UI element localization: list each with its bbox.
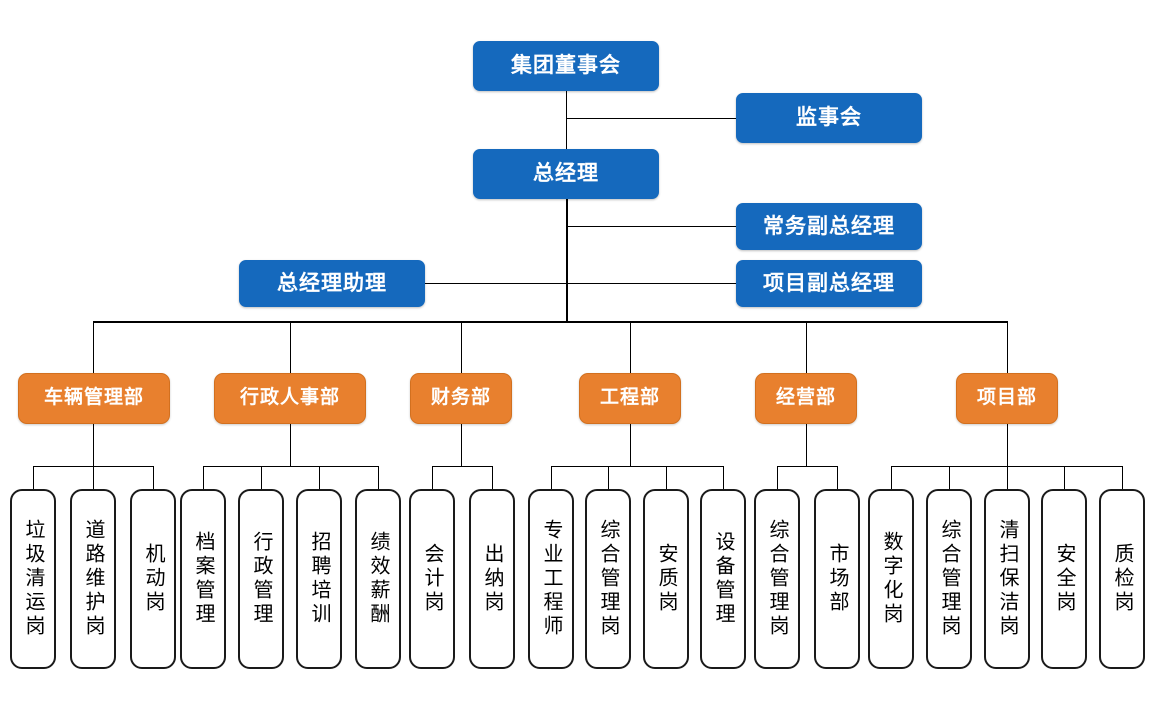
connector-dept2-child-1	[203, 466, 204, 489]
leaf-label: 安质岗	[655, 543, 677, 615]
connector-dept6-child-1	[891, 466, 892, 489]
connector-dept4-child-3	[666, 466, 667, 489]
leaf-node-garbage-transport[interactable]: 垃圾清运岗	[10, 489, 56, 669]
leaf-label: 综合管理岗	[938, 519, 960, 639]
node-supervisory-board[interactable]: 监事会	[736, 93, 922, 143]
node-project-vice-general-manager[interactable]: 项目副总经理	[736, 260, 922, 307]
connector-dept4-child-2	[608, 466, 609, 489]
connector-dept1-stem	[93, 424, 94, 466]
leaf-label: 档案管理	[192, 531, 214, 627]
connector-dept6-stem	[1007, 424, 1008, 466]
department-bus-line	[93, 321, 1008, 323]
leaf-label: 会计岗	[421, 543, 443, 615]
connector-gm-to-project-vice	[566, 283, 736, 284]
connector-dept3-child-1	[432, 466, 433, 489]
leaf-node-operations-general-management[interactable]: 综合管理岗	[754, 489, 800, 669]
node-department-vehicle-management[interactable]: 车辆管理部	[18, 373, 170, 424]
node-department-operations[interactable]: 经营部	[755, 373, 857, 424]
connector-board-to-gm	[566, 91, 567, 150]
leaf-label: 质检岗	[1111, 543, 1133, 615]
connector-dept1-child-2	[93, 466, 94, 489]
leaf-label: 出纳岗	[481, 543, 503, 615]
node-general-manager[interactable]: 总经理	[473, 149, 659, 199]
connector-dept5-child-2	[837, 466, 838, 489]
leaf-node-project-general-management[interactable]: 综合管理岗	[926, 489, 972, 669]
connector-dept5-bus	[777, 466, 837, 467]
leaf-label: 综合管理岗	[766, 519, 788, 639]
leaf-node-mobile-duty[interactable]: 机动岗	[130, 489, 176, 669]
node-board-of-directors[interactable]: 集团董事会	[473, 41, 659, 91]
leaf-label: 垃圾清运岗	[22, 519, 44, 639]
leaf-label: 机动岗	[142, 543, 164, 615]
connector-dept5-child-1	[777, 466, 778, 489]
connector-dept2-stem	[290, 424, 291, 466]
leaf-node-professional-engineer[interactable]: 专业工程师	[528, 489, 574, 669]
connector-dept6-child-5	[1122, 466, 1123, 489]
connector-dept4-stem	[630, 424, 631, 466]
node-department-project[interactable]: 项目部	[956, 373, 1058, 424]
connector-dept6-bus	[891, 466, 1122, 467]
connector-dept1-child-1	[33, 466, 34, 489]
connector-bus-to-dept-6	[1007, 321, 1008, 373]
leaf-node-digitalization[interactable]: 数字化岗	[868, 489, 914, 669]
connector-bus-to-dept-1	[93, 321, 94, 373]
connector-dept3-stem	[461, 424, 462, 466]
leaf-label: 数字化岗	[880, 531, 902, 627]
leaf-label: 绩效薪酬	[367, 531, 389, 627]
leaf-label: 招聘培训	[308, 531, 330, 627]
node-executive-vice-general-manager[interactable]: 常务副总经理	[736, 203, 922, 250]
connector-dept4-bus	[551, 466, 723, 467]
leaf-label: 设备管理	[712, 531, 734, 627]
leaf-label: 安全岗	[1053, 543, 1075, 615]
leaf-node-performance-compensation[interactable]: 绩效薪酬	[355, 489, 401, 669]
connector-dept3-bus	[432, 466, 492, 467]
connector-bus-to-dept-5	[806, 321, 807, 373]
leaf-label: 清扫保洁岗	[996, 519, 1018, 639]
node-general-manager-assistant[interactable]: 总经理助理	[239, 260, 425, 307]
leaf-node-safety[interactable]: 安全岗	[1041, 489, 1087, 669]
connector-board-to-supervisory	[566, 118, 736, 119]
connector-gm-assistant	[425, 283, 567, 284]
leaf-label: 综合管理岗	[597, 519, 619, 639]
leaf-node-marketing[interactable]: 市场部	[814, 489, 860, 669]
leaf-node-safety-quality[interactable]: 安质岗	[643, 489, 689, 669]
connector-dept2-child-2	[261, 466, 262, 489]
leaf-label: 专业工程师	[540, 519, 562, 639]
leaf-label: 市场部	[826, 543, 848, 615]
connector-gm-to-exec-vice	[566, 226, 736, 227]
leaf-node-engineering-general-management[interactable]: 综合管理岗	[585, 489, 631, 669]
connector-dept4-child-1	[551, 466, 552, 489]
node-department-admin-hr[interactable]: 行政人事部	[214, 373, 366, 424]
connector-dept2-bus	[203, 466, 378, 467]
connector-bus-to-dept-4	[630, 321, 631, 373]
connector-dept2-child-4	[378, 466, 379, 489]
connector-dept6-child-3	[1007, 466, 1008, 489]
connector-gm-to-bus	[566, 199, 568, 322]
leaf-node-administrative-management[interactable]: 行政管理	[238, 489, 284, 669]
connector-bus-to-dept-3	[461, 321, 462, 373]
connector-dept1-child-3	[153, 466, 154, 489]
leaf-node-quality-inspection[interactable]: 质检岗	[1099, 489, 1145, 669]
connector-dept5-stem	[806, 424, 807, 466]
connector-dept6-child-4	[1064, 466, 1065, 489]
leaf-node-equipment-management[interactable]: 设备管理	[700, 489, 746, 669]
leaf-node-road-maintenance[interactable]: 道路维护岗	[70, 489, 116, 669]
connector-dept6-child-2	[949, 466, 950, 489]
leaf-label: 行政管理	[250, 531, 272, 627]
connector-dept3-child-2	[492, 466, 493, 489]
leaf-node-cashier[interactable]: 出纳岗	[469, 489, 515, 669]
connector-bus-to-dept-2	[290, 321, 291, 373]
node-department-engineering[interactable]: 工程部	[579, 373, 681, 424]
leaf-node-recruitment-training[interactable]: 招聘培训	[296, 489, 342, 669]
leaf-node-archive-management[interactable]: 档案管理	[180, 489, 226, 669]
connector-dept4-child-4	[723, 466, 724, 489]
connector-dept2-child-3	[319, 466, 320, 489]
leaf-node-accounting[interactable]: 会计岗	[409, 489, 455, 669]
leaf-label: 道路维护岗	[82, 519, 104, 639]
node-department-finance[interactable]: 财务部	[410, 373, 512, 424]
leaf-node-cleaning-sanitation[interactable]: 清扫保洁岗	[984, 489, 1030, 669]
